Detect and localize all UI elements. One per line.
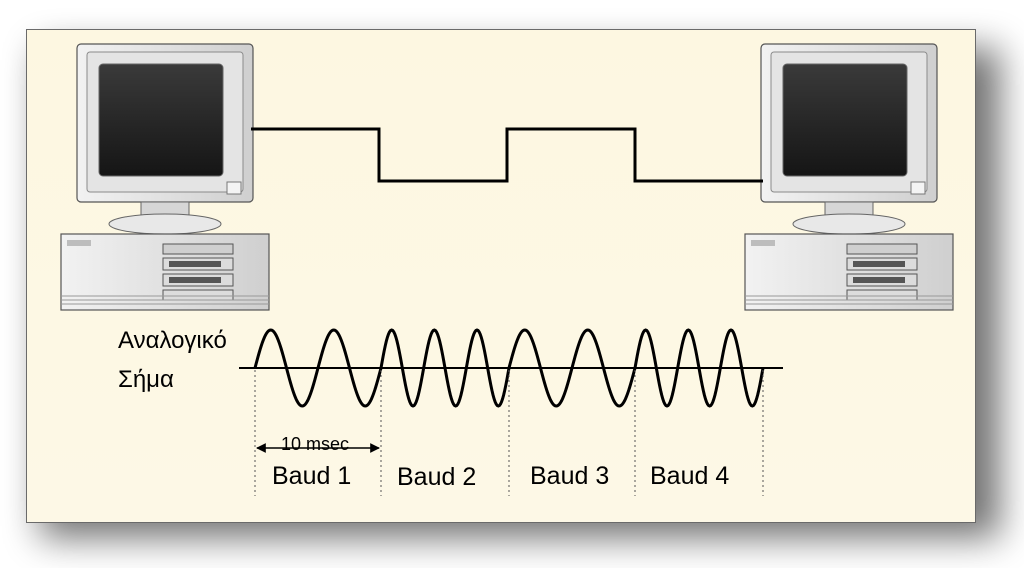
left-computer-icon: [60, 43, 270, 311]
analog-signal-wave: [253, 328, 765, 408]
baud-dividers: [254, 370, 764, 496]
baud-label-2: Baud 2: [397, 463, 476, 491]
signal-label-line2: Σήμα: [118, 366, 174, 393]
interval-label: 10 msec: [281, 434, 349, 454]
diagram-panel: Αναλογικό Σήμα 10 msec Baud 1 Baud 2 Bau…: [26, 29, 976, 523]
baud-label-3: Baud 3: [530, 462, 609, 490]
digital-signal-wave: [251, 127, 763, 183]
right-computer-icon: [744, 43, 954, 311]
baud-label-4: Baud 4: [650, 462, 729, 490]
diagram-canvas: Αναλογικό Σήμα 10 msec Baud 1 Baud 2 Bau…: [60, 43, 954, 496]
signal-label-line1: Αναλογικό: [118, 327, 227, 354]
baud-label-1: Baud 1: [272, 462, 351, 490]
